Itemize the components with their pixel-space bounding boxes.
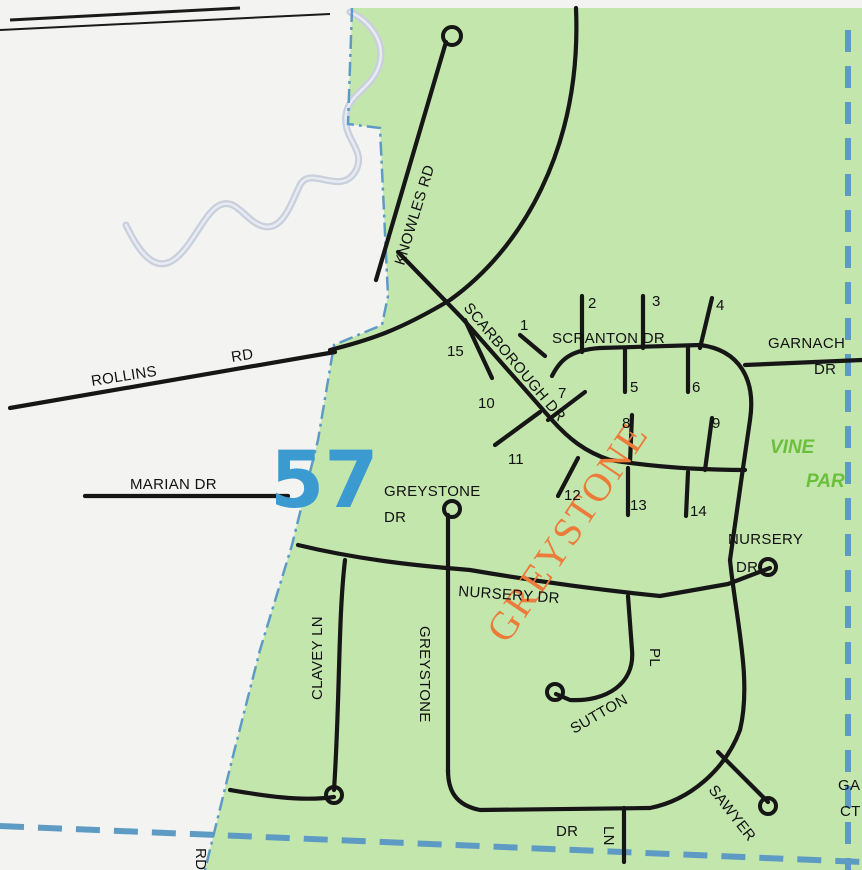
garnach-dr-label: DR bbox=[814, 361, 836, 378]
district-boundary-west bbox=[203, 7, 390, 870]
stub-11 bbox=[492, 409, 543, 448]
nursery-label: NURSERY bbox=[728, 531, 803, 548]
stub-14 bbox=[683, 469, 691, 519]
marian-dr-label: MARIAN DR bbox=[130, 476, 217, 493]
stub-7 bbox=[545, 389, 588, 423]
clavey-ln bbox=[331, 557, 348, 793]
lot-number-6: 6 bbox=[692, 379, 700, 396]
lot-number-14: 14 bbox=[690, 503, 707, 520]
district-boundary-south bbox=[0, 823, 862, 865]
lot-number-3: 3 bbox=[652, 293, 660, 310]
nursery-dr bbox=[295, 542, 773, 599]
greystone-cul-de-sac bbox=[442, 499, 462, 519]
nursery-dr-short-label: DR bbox=[736, 559, 758, 576]
nursery-dr-cul-de-sac bbox=[758, 557, 778, 577]
east-loop-road bbox=[445, 557, 747, 813]
knowles-rd bbox=[373, 39, 449, 283]
lot-number-12: 12 bbox=[564, 487, 581, 504]
lot-number-1: 1 bbox=[520, 317, 528, 334]
lot-number-8: 8 bbox=[622, 415, 630, 432]
lot-number-15: 15 bbox=[447, 343, 464, 360]
rollins-rd-label: RD bbox=[230, 346, 255, 366]
rollins-rd bbox=[7, 349, 338, 411]
sawyer-road bbox=[715, 749, 771, 805]
lot-number-5: 5 bbox=[630, 379, 638, 396]
sutton-pl bbox=[553, 593, 635, 703]
garnach-dr bbox=[742, 357, 862, 368]
lot-number-13: 13 bbox=[630, 497, 647, 514]
park-label-line2: PAR bbox=[806, 471, 845, 492]
sawyer-cul-de-sac bbox=[758, 796, 778, 816]
stub-8 bbox=[627, 412, 635, 465]
district-number: 57 bbox=[270, 436, 379, 526]
big-curve-road bbox=[327, 5, 579, 353]
garnach-label: GARNACH bbox=[768, 335, 845, 352]
lot-number-9: 9 bbox=[712, 415, 720, 432]
bottom-dr-label: DR bbox=[556, 823, 578, 840]
top-left-border-line bbox=[9, 6, 241, 22]
greystone-vertical-label: GREYSTONE bbox=[416, 626, 433, 723]
stub-12 bbox=[555, 455, 581, 499]
greystone-dr-label: GREYSTONE bbox=[384, 483, 481, 500]
edge-ga-label: GA bbox=[838, 777, 860, 794]
scarborough-dr bbox=[395, 249, 748, 473]
south-connector bbox=[227, 787, 337, 801]
scranton-loop bbox=[549, 342, 754, 563]
stub-4 bbox=[697, 295, 715, 351]
lot-number-7: 7 bbox=[558, 385, 566, 402]
knowles-rd-cul-de-sac bbox=[441, 25, 463, 47]
lot-number-4: 4 bbox=[716, 297, 724, 314]
lot-number-10: 10 bbox=[478, 395, 495, 412]
edge-ct-label: CT bbox=[840, 803, 861, 820]
green-land-area bbox=[205, 8, 862, 870]
stub-1 bbox=[517, 332, 548, 359]
greystone-dr-label-2: DR bbox=[384, 509, 406, 526]
lot-number-2: 2 bbox=[588, 295, 596, 312]
sutton-cul-de-sac bbox=[545, 682, 565, 702]
clavey-cul-de-sac bbox=[324, 785, 344, 805]
stub-9 bbox=[702, 415, 715, 473]
bottom-ln-label: LN bbox=[600, 826, 617, 846]
lot-number-11: 11 bbox=[508, 451, 524, 468]
sutton-pl-label: PL bbox=[646, 648, 663, 667]
scranton-dr-label: SCRANTON DR bbox=[552, 330, 665, 347]
edge-rd-label: RD bbox=[192, 848, 209, 870]
park-label-line1: VINE bbox=[770, 437, 816, 458]
clavey-ln-label: CLAVEY LN bbox=[309, 616, 326, 700]
creek-inner bbox=[124, 10, 383, 265]
stub-10 bbox=[462, 317, 495, 381]
top-left-border-line-2 bbox=[0, 13, 331, 31]
